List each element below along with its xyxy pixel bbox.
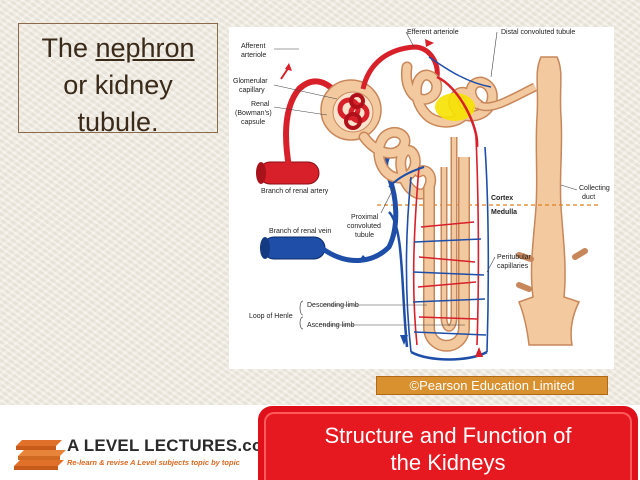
title-line-3: tubule. (77, 107, 159, 137)
label-efferent: Efferent arteriole (407, 29, 459, 36)
label-proximal-1: Proximal (351, 214, 379, 221)
label-proximal-2: convoluted (347, 223, 381, 230)
title-nephron: nephron (95, 33, 195, 63)
label-distal: Distal convoluted tubule (501, 29, 575, 36)
title-line-1: The nephron (19, 30, 217, 67)
glomerulus (337, 93, 370, 130)
label-renal-1: Renal (251, 101, 270, 108)
books-logo-icon (14, 440, 66, 470)
title-line-2: or kidney (63, 70, 173, 100)
label-afferent-2: arteriole (241, 52, 266, 59)
label-glomerular-2: capillary (239, 87, 265, 94)
label-loop: Loop of Henle (249, 313, 293, 320)
logo-tagline: Re-learn & revise A Level subjects topic… (67, 458, 240, 467)
label-renal-3: capsule (241, 119, 265, 126)
label-peritubular-1: Peritubular (497, 254, 532, 261)
label-collecting-2: duct (582, 194, 595, 201)
peritubular-capillaries (388, 56, 492, 361)
label-renal-2: (Bowman's) (235, 110, 272, 117)
banner-line-2: the Kidneys (390, 450, 506, 475)
label-cortex: Cortex (491, 195, 513, 202)
title-prefix: The (41, 33, 96, 63)
label-glomerular-1: Glomerular (233, 78, 268, 85)
nephron-diagram: Afferent arteriole Glomerular capillary … (229, 27, 614, 369)
renal-vein (262, 236, 326, 260)
label-medulla: Medulla (491, 209, 517, 216)
label-vein: Branch of renal vein (269, 228, 331, 235)
credit-badge: ©Pearson Education Limited (376, 376, 608, 395)
label-descending: Descending limb (307, 302, 359, 309)
logo-name: A LEVEL LECTURES.com (67, 436, 278, 455)
topic-banner: Structure and Function of the Kidneys (264, 412, 632, 480)
label-collecting-1: Collecting (579, 185, 610, 192)
collecting-duct (518, 56, 581, 346)
nephron-svg: Afferent arteriole Glomerular capillary … (233, 29, 610, 361)
juxtaglomerular-highlight (435, 93, 475, 121)
afferent-arteriole (283, 78, 342, 168)
banner-line-1: Structure and Function of (324, 423, 572, 448)
title-box: The nephron or kidney tubule. (18, 23, 218, 137)
label-afferent-1: Afferent (241, 43, 265, 50)
label-artery: Branch of renal artery (261, 188, 329, 195)
label-proximal-3: tubule (355, 232, 374, 239)
label-ascending: Ascending limb (307, 322, 355, 329)
efferent-arteriole (360, 44, 440, 90)
label-peritubular-2: capillaries (497, 263, 529, 270)
